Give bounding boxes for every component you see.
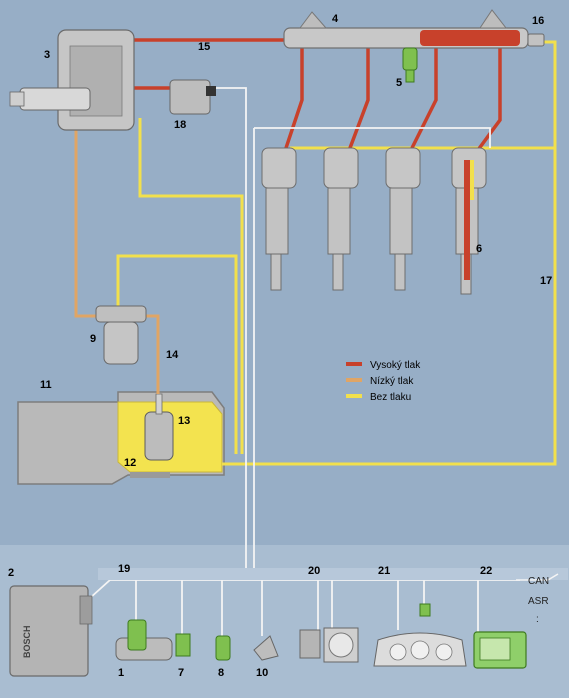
label-8: 8	[218, 667, 224, 679]
bosch-logo: BOSCH	[22, 625, 32, 658]
fuel-filter	[95, 305, 147, 365]
connector-band	[98, 568, 568, 580]
label-9: 9	[90, 333, 96, 345]
rail-pressure-sensor	[402, 47, 418, 83]
label-22: 22	[480, 565, 492, 577]
glow-plug-control	[299, 629, 321, 659]
callout-labels: 1 2 3 4 5 6 7 8 9 10 11 12 13 14 15 16 1…	[8, 13, 552, 679]
pressure-control-valve	[169, 79, 216, 115]
label-17: 17	[540, 275, 552, 287]
injector-2	[323, 147, 359, 291]
label-4: 4	[332, 13, 339, 25]
label-11: 11	[40, 379, 52, 391]
fuel-tank	[17, 391, 225, 485]
injector-1	[261, 147, 297, 291]
legend-label-none: Bez tlaku	[370, 392, 411, 403]
label-21: 21	[378, 565, 390, 577]
radiator-fan	[323, 627, 359, 663]
label-10: 10	[256, 667, 268, 679]
pressure-limiting-valve	[527, 33, 545, 47]
other-sensor	[419, 603, 431, 617]
high-pressure-pump	[9, 29, 135, 131]
legend: Vysoký tlak Nízký tlak Bez tlaku	[346, 360, 421, 403]
accelerator-pedal-sensor	[253, 635, 279, 661]
display-unit	[473, 631, 527, 669]
asr-label: ASR	[528, 596, 549, 607]
label-1: 1	[118, 667, 124, 679]
label-15: 15	[198, 41, 210, 53]
label-2: 2	[8, 567, 14, 579]
label-18: 18	[174, 119, 186, 131]
can-connector	[516, 573, 559, 581]
label-16: 16	[532, 15, 544, 27]
injector-3	[385, 147, 421, 291]
label-14: 14	[166, 349, 179, 361]
label-5: 5	[396, 77, 402, 89]
label-20: 20	[308, 565, 320, 577]
more-label: :	[536, 614, 539, 625]
legend-label-low: Nízký tlak	[370, 376, 414, 387]
air-mass-meter	[115, 619, 173, 661]
crankshaft-speed-sensor	[175, 633, 191, 657]
instrument-cluster	[373, 632, 467, 667]
prefilter	[130, 472, 170, 478]
label-3: 3	[44, 49, 50, 61]
label-13: 13	[178, 415, 190, 427]
can-label: CAN	[528, 576, 549, 587]
temperature-sensor	[215, 635, 231, 661]
high-pressure-lines	[122, 38, 502, 152]
legend-label-high: Vysoký tlak	[370, 360, 421, 371]
label-19: 19	[118, 563, 130, 575]
label-7: 7	[178, 667, 184, 679]
label-12: 12	[124, 457, 136, 469]
ecu-box: BOSCH	[9, 585, 93, 677]
label-6: 6	[476, 243, 482, 255]
injector-4-sectioned	[451, 147, 487, 295]
